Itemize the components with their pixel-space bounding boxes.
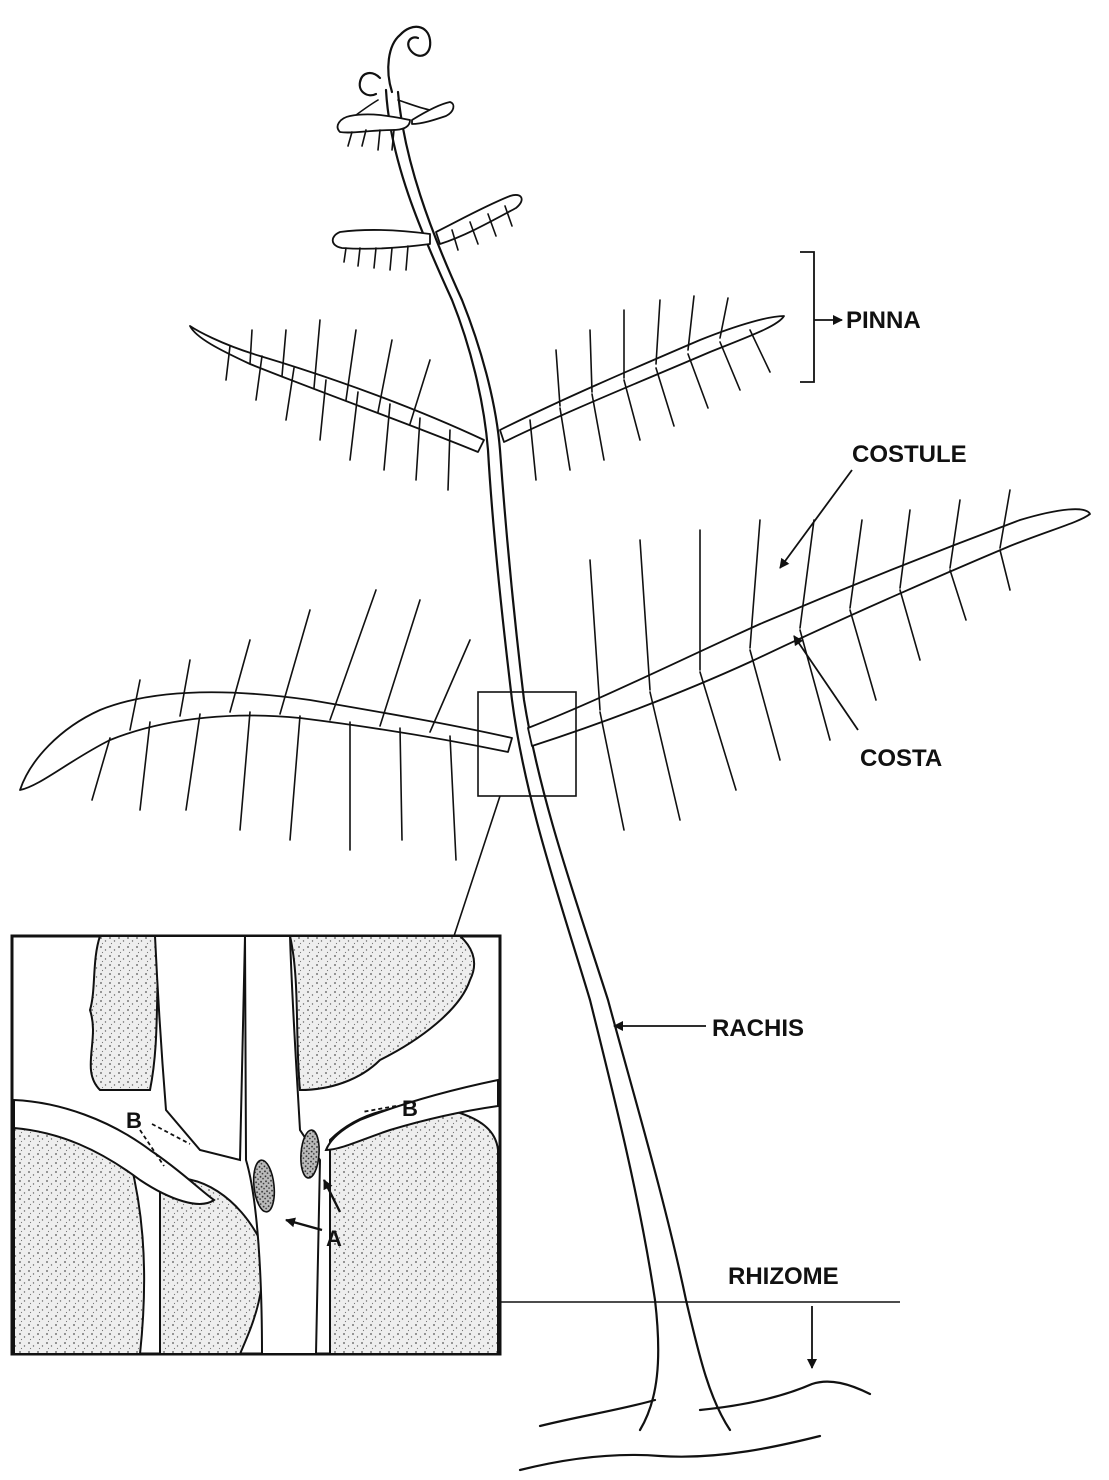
- label-inset-b-right: B: [402, 1096, 418, 1121]
- label-inset-a: A: [326, 1226, 342, 1251]
- ground-and-roots: [500, 1302, 900, 1470]
- label-pinna: PINNA: [846, 307, 921, 334]
- inset-panel: [12, 936, 500, 1354]
- callout-lines: [614, 252, 858, 1368]
- label-rhizome: RHIZOME: [728, 1263, 839, 1290]
- label-rachis: RACHIS: [712, 1015, 804, 1042]
- label-costa: COSTA: [860, 745, 942, 772]
- crozier-tip: [352, 27, 430, 118]
- middle-pinnae: [190, 296, 784, 490]
- label-costule: COSTULE: [852, 441, 967, 468]
- lowest-pinnae: [20, 490, 1090, 860]
- upper-pinnae: [333, 102, 522, 270]
- label-inset-b-left: B: [126, 1108, 142, 1133]
